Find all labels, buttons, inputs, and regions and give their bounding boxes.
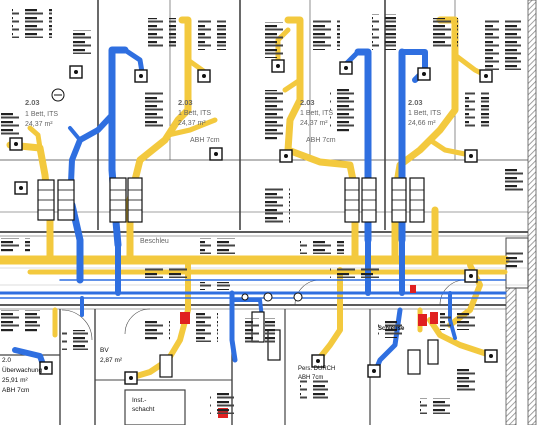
room-1-area: 24,37 m² [25,121,53,128]
vav-box-stripes [38,189,424,211]
room-label-4: 2.03 1 Bett, ITS 24,66 m² [408,98,441,127]
fire-damper-2 [418,314,427,326]
door-arc-2 [124,308,151,335]
room-3-type: 1 Bett, ITS [300,110,333,117]
schacht-line2: schacht [132,406,155,413]
room-2-abh: ABH 7cm [190,137,220,144]
supply-riser-2 [354,48,372,244]
room-label-3: 2.03 1 Bett, ITS 24,37 m² ABH 7cm [300,98,336,144]
room-3-number: 2.03 [300,98,315,107]
exhaust-low-1 [127,257,191,381]
fire-damper-5 [410,285,416,293]
room-label-2: 2.03 1 Bett, ITS 24,37 m² ABH 7cm [178,98,220,144]
outer-wall-right [527,0,537,425]
room-4-type: 1 Bett, ITS [408,110,441,117]
room-3-area: 24,37 m² [300,120,328,127]
exhaust-riser-2 [284,16,359,194]
diffusers [9,59,498,385]
room-label-1: 2.03 1 Bett, ITS 24,37 m² [25,98,58,128]
exhaust-ducts [0,16,510,381]
supply-branch-1a [122,47,145,75]
diffuser-centers [14,64,493,380]
exhaust-branch-3b [427,137,473,158]
room-3-abh: ABH 7cm [306,137,336,144]
shaft-box [124,389,186,425]
room-1-number: 2.03 [25,98,40,107]
room-1-type: 1 Bett, ITS [25,111,58,118]
room-2-type: 1 Bett, ITS [178,110,211,117]
room-4-area: 24,66 m² [408,120,436,127]
fire-damper-3 [430,312,438,324]
supply-left [68,201,84,284]
room-2-number: 2.03 [178,98,193,107]
exhaust-branch-2b [282,77,303,93]
ueberwachung-area: 25,91 m² [2,377,28,384]
schleuse-label: Schleuse [378,326,405,332]
vav-box-13 [159,354,173,378]
pers-line1: Pers. DURCH [298,366,335,372]
vav-box-11 [407,349,421,375]
vav-box-12 [427,339,439,365]
annotation-blocks [0,8,528,414]
exhaust-riser-1 [126,16,192,204]
ueberwachung-name: Überwachung [2,366,42,374]
room-2-area: 24,37 m² [178,120,206,127]
supply-low-2 [372,307,403,375]
corridor-label: Beschleu [140,238,169,245]
ueberwachung-abh: ABH 7cm [2,387,29,394]
exhaust-low-2 [315,267,343,363]
small-room-area: 2,87 m² [100,357,123,364]
pers-line2: ABH 7cm [298,375,323,381]
room-label-ueberwachung: 2.0 Überwachung 25,91 m² ABH 7cm [2,357,42,394]
exhaust-branch-1b [165,117,218,138]
room-4-number: 2.03 [408,98,423,107]
schacht-line1: Inst.- [132,397,146,404]
exhaust-left-b [27,125,43,151]
supply-branch-1c [68,126,82,142]
exhaust-low-3 [427,317,493,358]
small-room-code: BV [100,347,109,354]
ueberwachung-num: 2.0 [2,357,11,364]
supply-low-1 [229,290,238,363]
fire-damper-1 [180,312,190,324]
door-arc-1 [61,309,93,341]
round-fittings [51,88,303,302]
